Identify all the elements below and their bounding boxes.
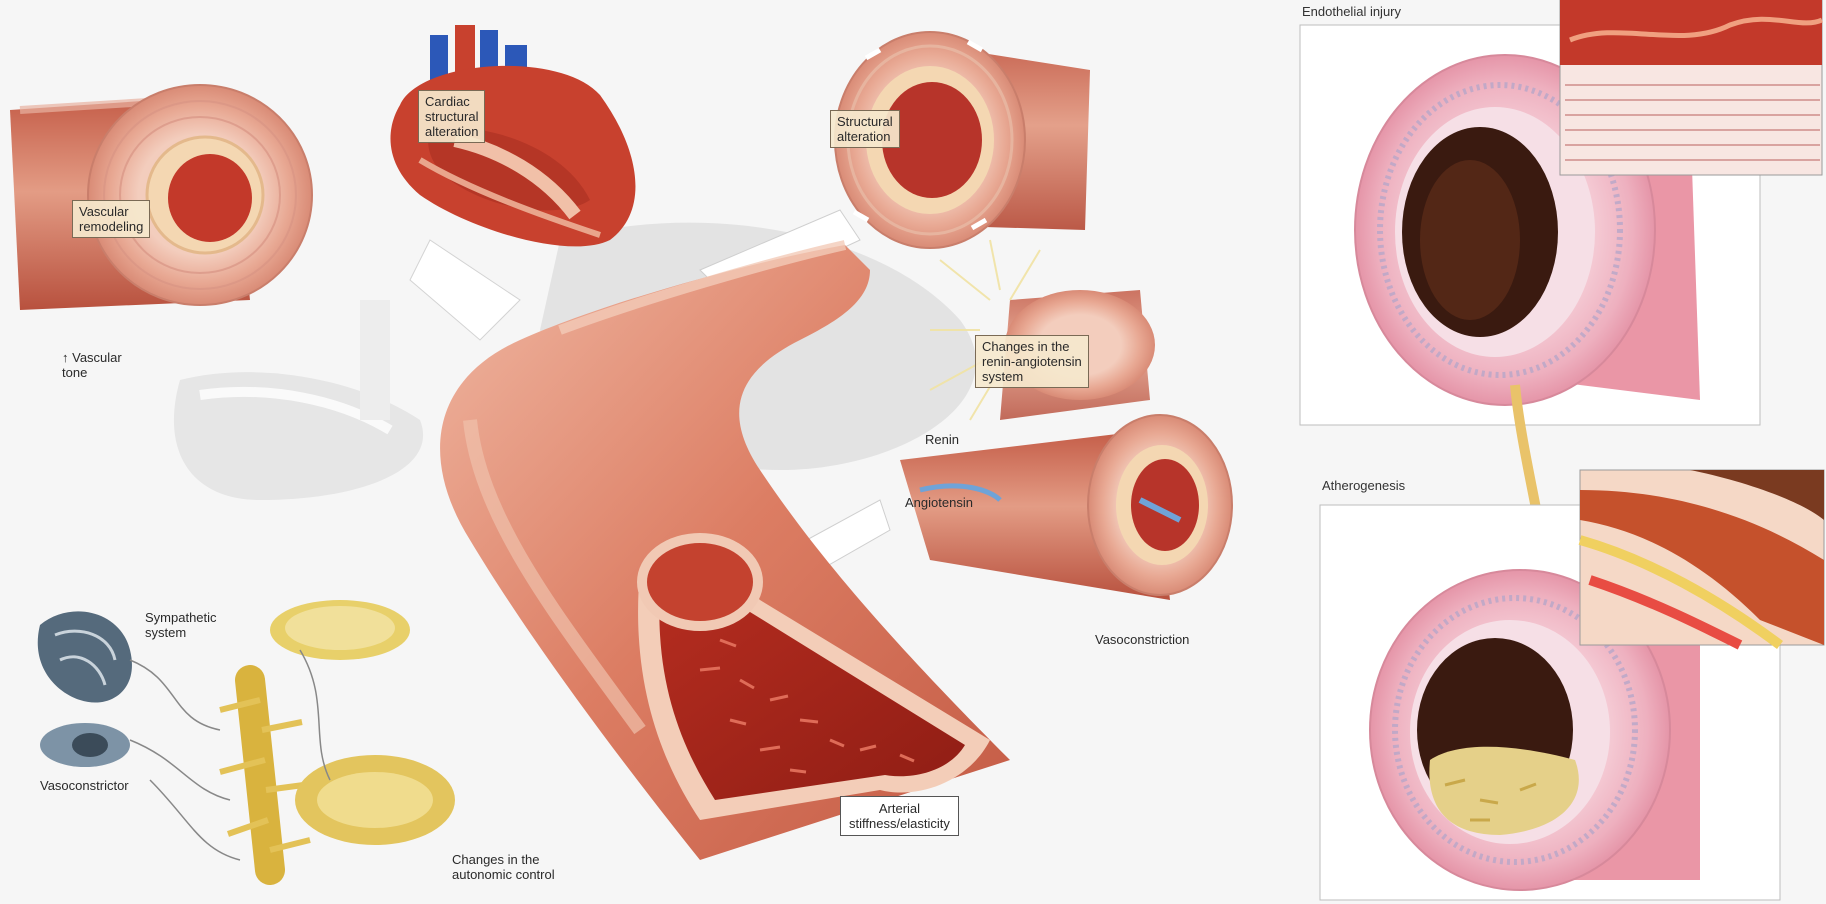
renin-label: Renin xyxy=(925,432,959,447)
vasoconstrictor-label: Vasoconstrictor xyxy=(40,778,129,793)
sympathetic-system-label: Sympathetic system xyxy=(145,610,217,640)
arterial-stiffness-label: Arterial stiffness/elasticity xyxy=(840,796,959,836)
vascular-remodeling-label: Vascular remodeling xyxy=(72,200,150,238)
structural-alteration-label: Structural alteration xyxy=(830,110,900,148)
autonomic-nervous-system xyxy=(38,600,455,870)
raas-changes-label: Changes in the renin-angiotensin system xyxy=(975,335,1089,388)
vascular-tone-artery xyxy=(10,85,312,310)
cardiac-structure-label: Cardiac structural alteration xyxy=(418,90,485,143)
raas-artery xyxy=(900,240,1232,600)
endothelial-injury-title: Endothelial injury xyxy=(1302,4,1401,19)
autonomic-changes-label: Changes in the autonomic control xyxy=(452,852,555,882)
endothelial-inset xyxy=(1560,0,1822,175)
angiotensin-label: Angiotensin xyxy=(905,495,973,510)
vascular-tone-label: ↑ Vascular tone xyxy=(62,350,122,380)
atherogenesis-title: Atherogenesis xyxy=(1322,478,1405,493)
atherogenesis-inset xyxy=(1580,470,1824,645)
vasoconstriction-label: Vasoconstriction xyxy=(1095,632,1189,647)
